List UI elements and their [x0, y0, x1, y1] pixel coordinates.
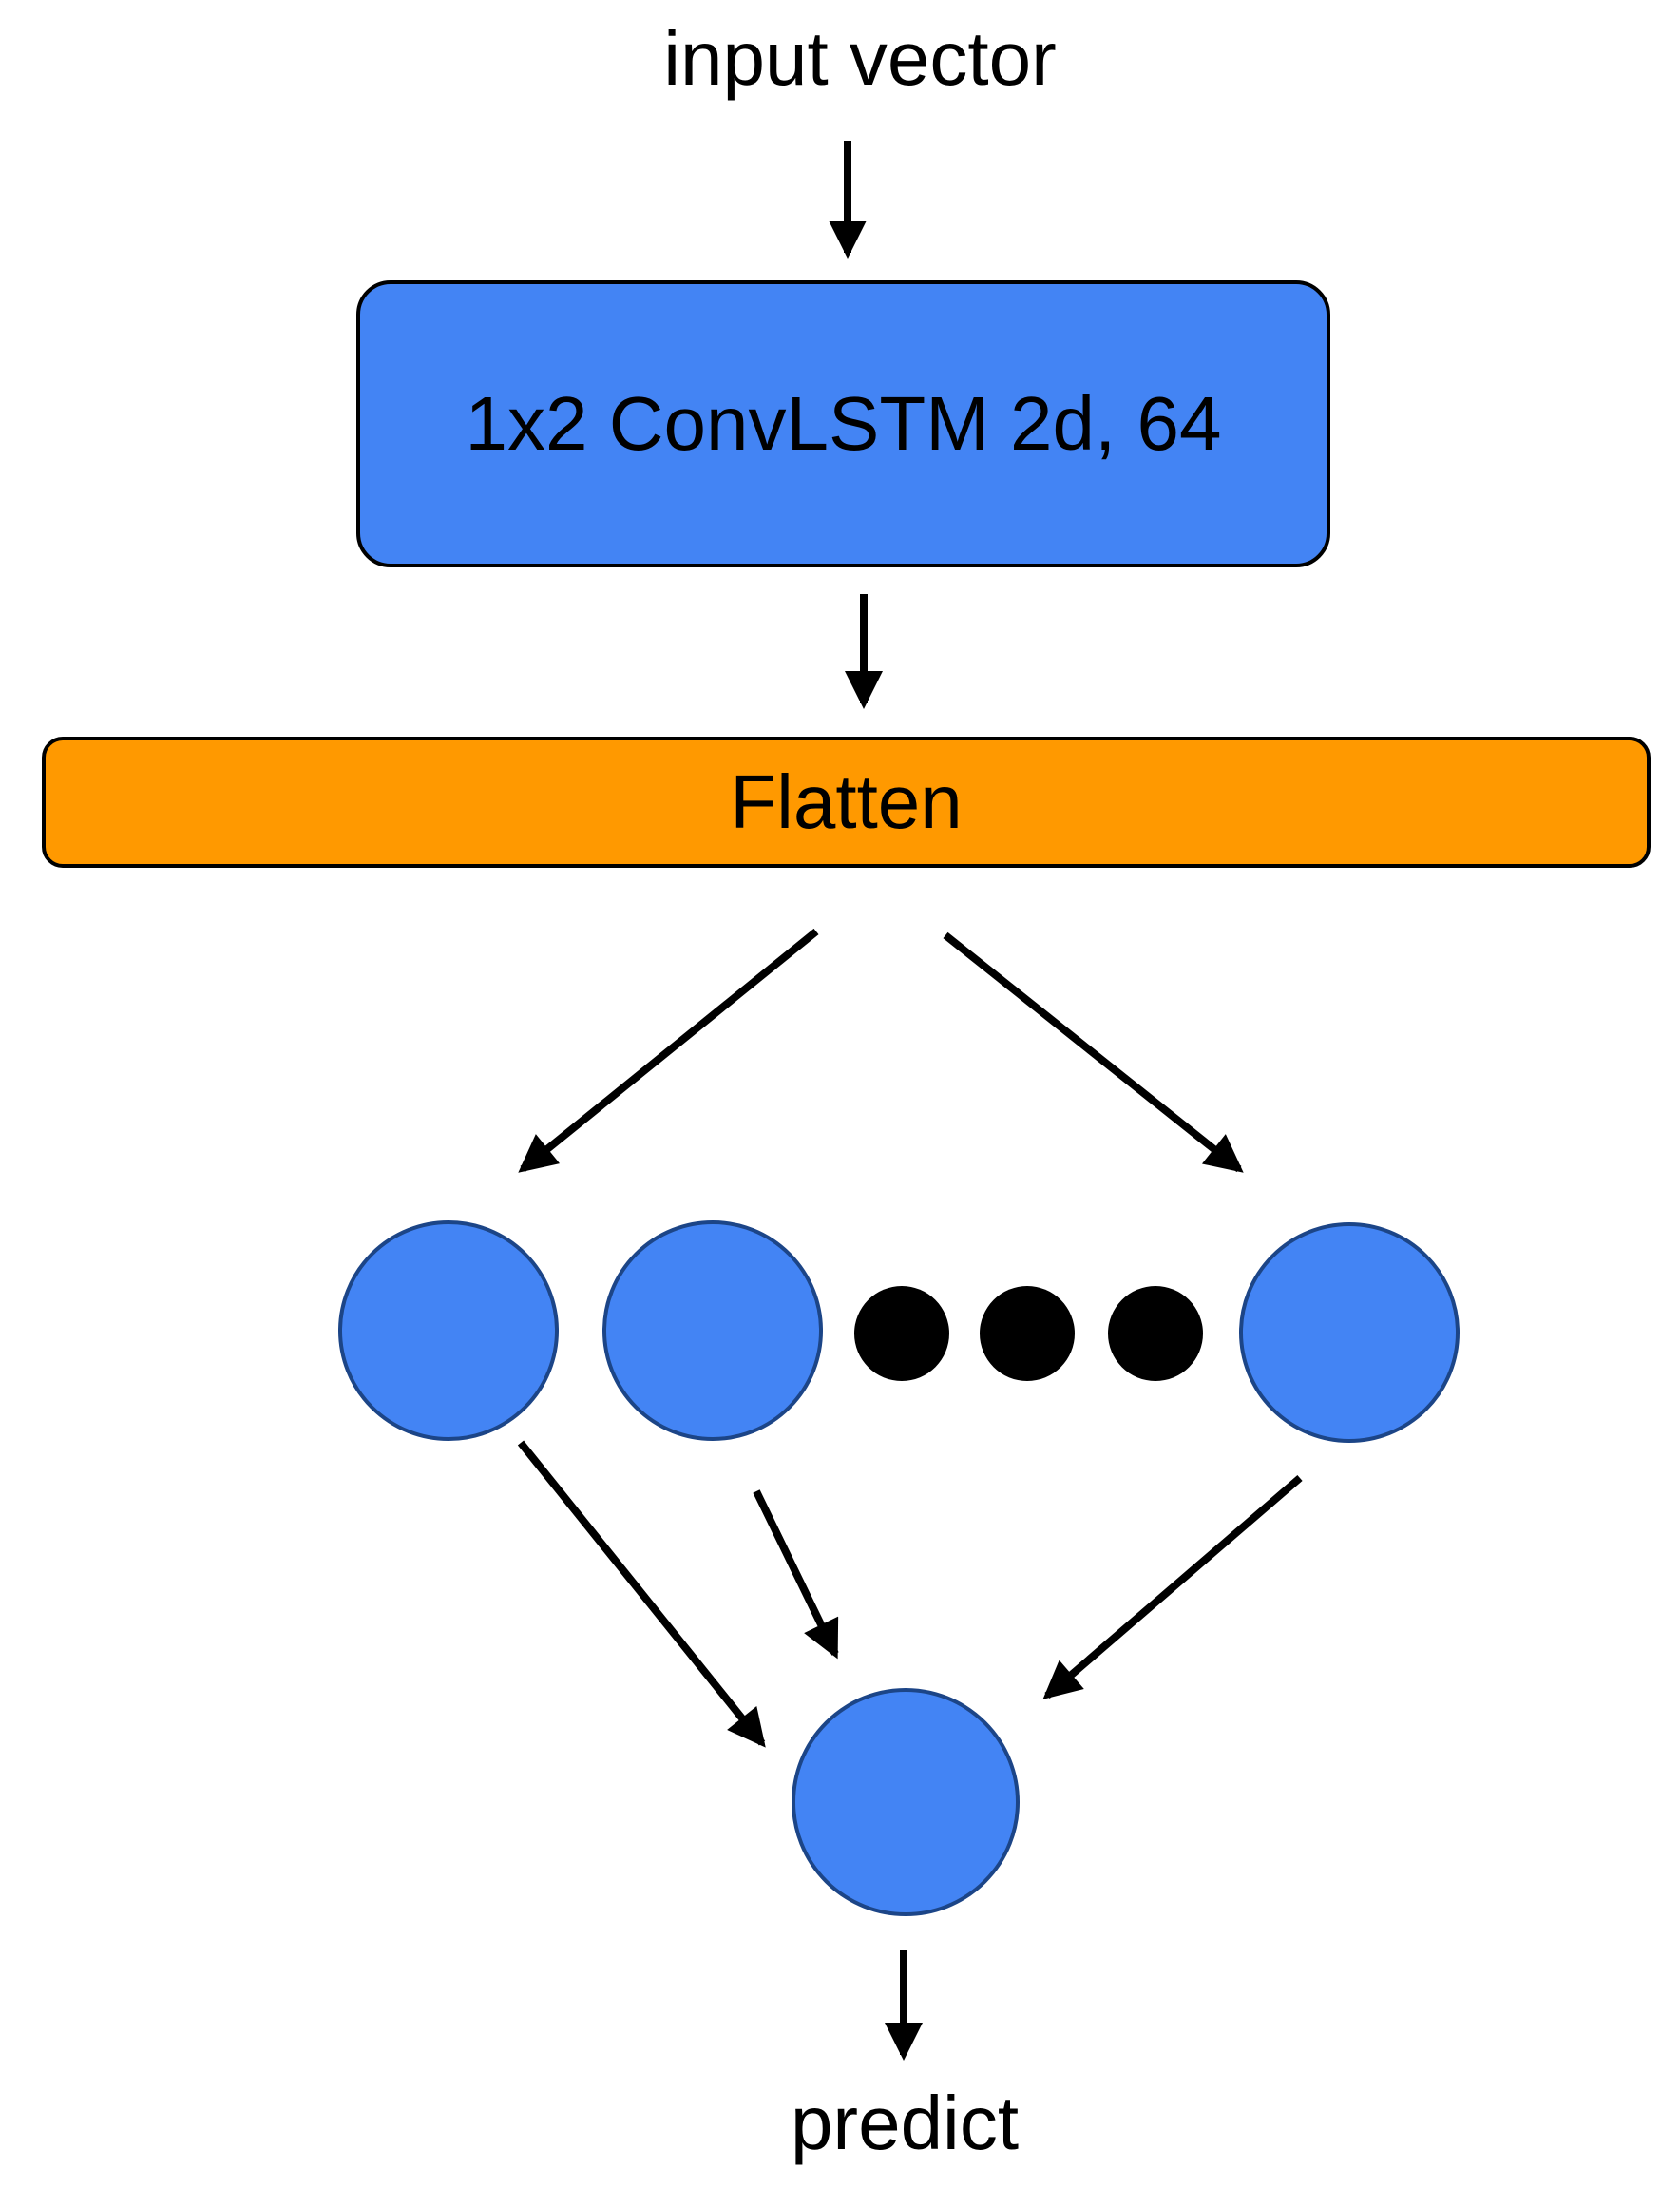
convlstm-block-label: 1x2 ConvLSTM 2d, 64: [465, 381, 1222, 466]
flatten-block: Flatten: [42, 737, 1651, 868]
hidden-neuron-2: [602, 1220, 823, 1441]
arrow-neuronN-to-output: [1042, 1474, 1303, 1699]
hidden-neuron-n: [1239, 1222, 1460, 1443]
output-neuron: [792, 1688, 1020, 1916]
arrow-neuron2-to-output: [753, 1489, 839, 1660]
hidden-neuron-1: [338, 1220, 559, 1441]
predict-label: predict: [790, 2081, 1020, 2165]
ellipsis-dot-1: [854, 1286, 949, 1381]
arrow-neuron1-to-output: [517, 1440, 766, 1748]
convlstm-block: 1x2 ConvLSTM 2d, 64: [356, 280, 1330, 567]
arrow-flatten-to-left-neurons: [518, 928, 819, 1173]
input-vector-label: input vector: [663, 16, 1057, 101]
arrow-flatten-to-right-neurons: [943, 931, 1244, 1173]
ellipsis-dot-2: [980, 1286, 1075, 1381]
ellipsis-dot-3: [1108, 1286, 1203, 1381]
flatten-block-label: Flatten: [730, 759, 963, 844]
